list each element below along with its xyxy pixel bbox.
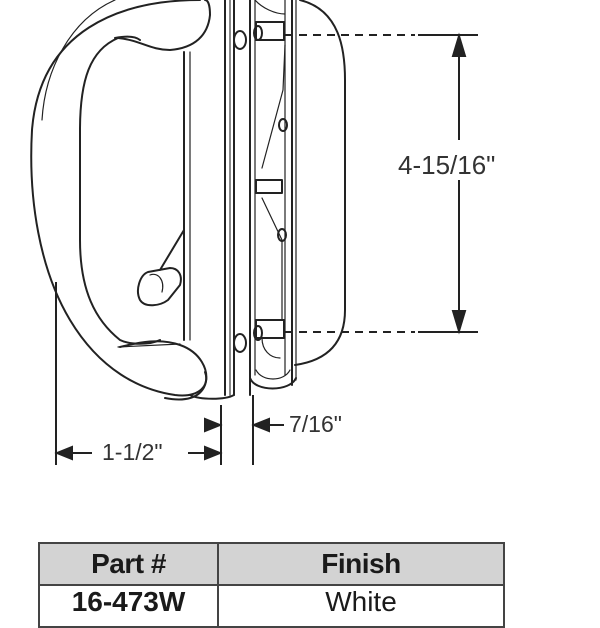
dimension-lines [54,32,478,465]
projection-dimension-label: 1-1/2" [102,439,163,465]
thickness-dimension-label: 7/16" [289,411,342,437]
header-finish: Finish [217,542,505,586]
header-part-number: Part # [38,542,219,586]
pull-handle-outer [30,0,208,397]
table-header-row: Part # Finish [38,542,505,586]
cell-part-number: 16-473W [38,584,219,628]
height-dimension-label: 4-15/16" [398,150,496,180]
lock-lever [137,229,185,307]
table-row: 16-473W White [38,584,505,628]
back-handle-outline [294,0,346,366]
pull-handle-inner [79,37,161,345]
cell-finish: White [217,584,505,628]
part-finish-table: Part # Finish 16-473W White [38,542,505,628]
handle-drawing [30,0,478,465]
